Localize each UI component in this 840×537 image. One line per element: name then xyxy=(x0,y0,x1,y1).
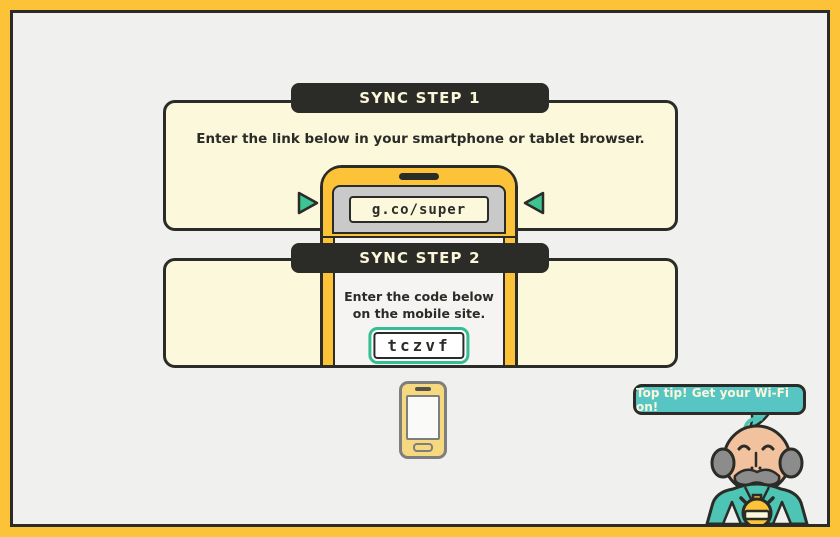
smartphone-address-bar: g.co/super xyxy=(332,185,506,234)
stopwatch-button-right xyxy=(767,496,775,504)
stopwatch-button-left xyxy=(739,496,747,504)
tip-speech-bubble: Top tip! Get your Wi-Fi on! xyxy=(633,384,806,415)
smartphone-icon-home-button xyxy=(413,443,433,452)
sync-url-value: g.co/super xyxy=(349,196,489,223)
left-arrow-icon xyxy=(523,191,545,215)
coach-eye-right xyxy=(761,444,775,451)
sync-code-value: tczvf xyxy=(373,332,465,359)
step2-banner: SYNC STEP 2 xyxy=(291,243,549,273)
step1-banner: SYNC STEP 1 xyxy=(291,83,549,113)
smartphone-top-bezel: g.co/super xyxy=(323,168,515,238)
coach-arm-gap-left xyxy=(721,500,743,524)
smartphone-icon-screen xyxy=(406,395,440,440)
sync-code-box: tczvf xyxy=(368,327,470,364)
step2-instruction: Enter the code below on the mobile site. xyxy=(335,289,503,323)
tip-text: Top tip! Get your Wi-Fi on! xyxy=(636,385,789,414)
swoosh-accent xyxy=(743,416,763,430)
coach-character xyxy=(705,416,809,524)
step2-instruction-line1: Enter the code below xyxy=(344,289,494,304)
stopwatch-band xyxy=(743,509,771,521)
screen-frame: SYNC STEP 1 Enter the link below in your… xyxy=(10,10,830,527)
coach-eye-left xyxy=(737,444,751,451)
smartphone-speaker-icon xyxy=(399,173,439,180)
step2-banner-label: SYNC STEP 2 xyxy=(359,249,481,267)
smartphone-icon-speaker xyxy=(415,387,431,391)
coach-arm-gap-right xyxy=(771,500,793,524)
smartphone-icon xyxy=(399,381,447,459)
step2-instruction-line2: on the mobile site. xyxy=(352,305,486,321)
step1-banner-label: SYNC STEP 1 xyxy=(359,89,481,107)
right-arrow-icon xyxy=(297,191,319,215)
coach-hair-left xyxy=(710,447,736,479)
coach-nostril-right xyxy=(758,466,762,470)
coach-hair-right xyxy=(778,447,804,479)
step1-instruction: Enter the link below in your smartphone … xyxy=(196,131,645,147)
